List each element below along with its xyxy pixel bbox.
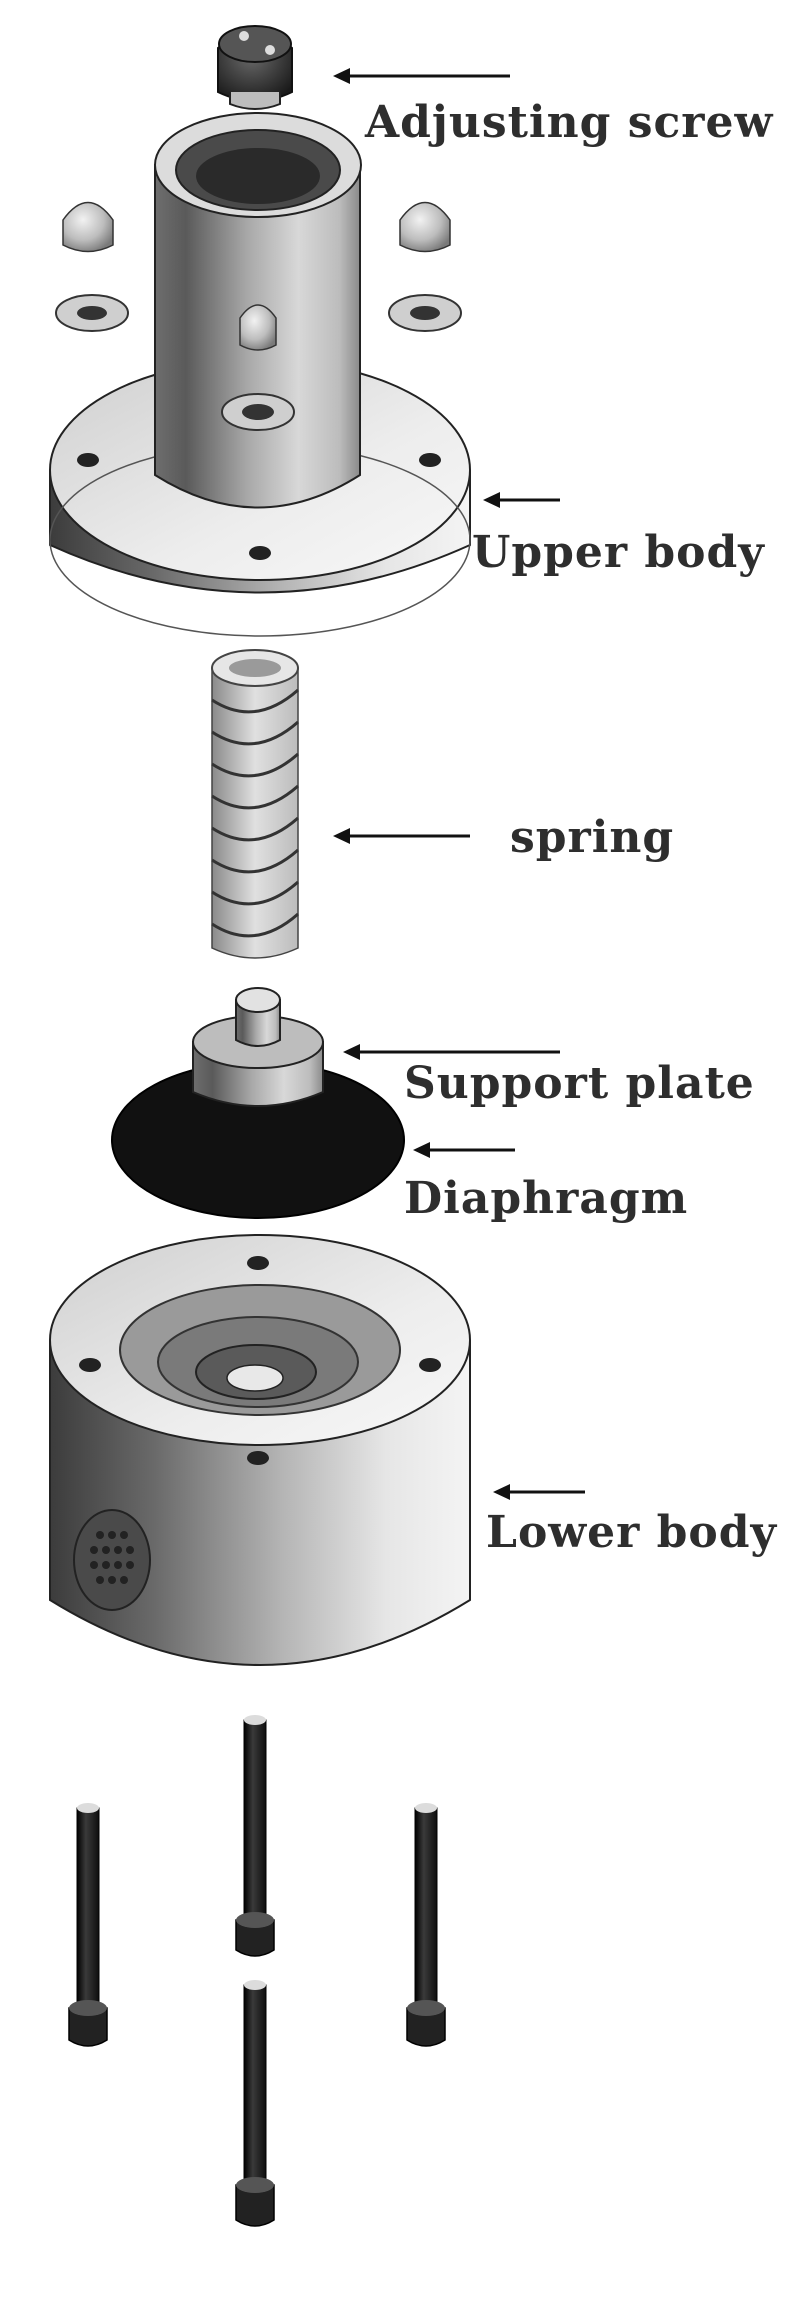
- label-lower-body: Lower body: [486, 1507, 778, 1558]
- adjusting-screw: [217, 25, 293, 110]
- arrow-upper-body: [483, 492, 560, 508]
- upper-body: [49, 112, 471, 637]
- support-plate: [192, 987, 324, 1107]
- label-diaphragm: Diaphragm: [404, 1173, 688, 1224]
- arrow-diaphragm: [413, 1142, 515, 1158]
- label-upper-body: Upper body: [472, 527, 765, 578]
- bolt-left: [68, 1803, 108, 2047]
- label-support-plate: Support plate: [404, 1058, 755, 1109]
- label-adjusting-screw: Adjusting screw: [364, 97, 773, 148]
- bolt-center-upper: [235, 1715, 275, 1957]
- arrow-support-plate: [343, 1044, 560, 1060]
- right-cap-nut: [399, 201, 451, 253]
- lower-body: [49, 1234, 471, 1666]
- arrow-lower-body: [493, 1484, 585, 1500]
- bolt-right: [406, 1803, 446, 2047]
- label-spring: spring: [510, 812, 674, 863]
- right-washer: [388, 294, 462, 332]
- left-cap-nut: [62, 201, 114, 253]
- arrow-spring: [333, 828, 470, 844]
- left-washer: [55, 294, 129, 332]
- spring: [211, 649, 299, 959]
- arrow-adjusting-screw: [333, 68, 510, 84]
- bolt-center-lower: [235, 1980, 275, 2227]
